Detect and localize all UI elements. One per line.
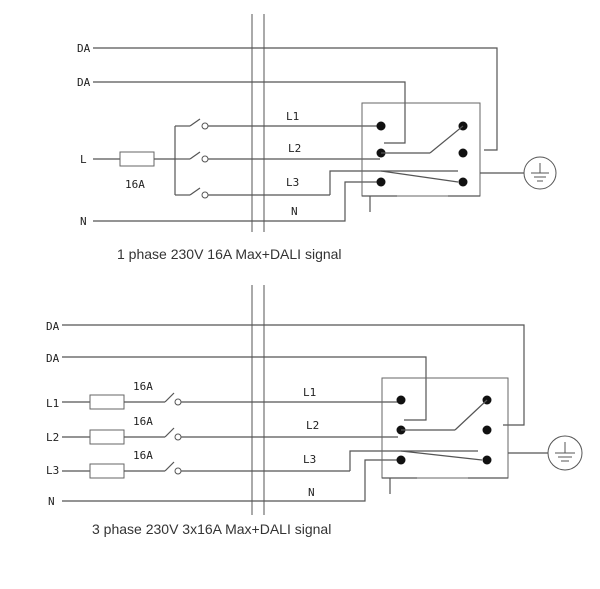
da-label-2-b: DA (46, 352, 60, 365)
fuse-rating-l3-b: 16A (133, 449, 153, 462)
internal-link-3 (380, 170, 459, 183)
phase-l2-b (62, 427, 398, 445)
phase-l3-b (62, 450, 478, 479)
da-wire-2-b (62, 356, 427, 421)
da-label-1-b: DA (46, 320, 60, 333)
n-label-b: N (48, 495, 55, 508)
da-wire-2 (93, 81, 406, 144)
internal-link-3-b (400, 450, 483, 461)
terminal-right-3 (458, 177, 468, 187)
ground-symbol-icon (523, 156, 557, 190)
line-label-l3-b: L3 (303, 453, 316, 466)
terminal-right-2 (458, 148, 468, 158)
terminal-left-3 (376, 177, 386, 187)
ground-symbol-icon (547, 435, 583, 471)
terminal-left-3-b (396, 455, 406, 465)
l-label: L (80, 153, 87, 166)
phase-l1-b (62, 392, 398, 410)
switch-l3 (175, 170, 458, 199)
l3-label-b: L3 (46, 464, 59, 477)
line-label-l3: L3 (286, 176, 299, 189)
fuse-rating-l2-b: 16A (133, 415, 153, 428)
caption-1-phase: 1 phase 230V 16A Max+DALI signal (117, 246, 342, 262)
switch-l1 (175, 118, 380, 130)
connector-box-b (381, 377, 509, 479)
line-label-l1: L1 (286, 110, 299, 123)
line-label-n-b: N (308, 486, 315, 499)
da-label-2: DA (77, 76, 91, 89)
line-label-l2-b: L2 (306, 419, 319, 432)
line-label-n: N (291, 205, 298, 218)
internal-diagonal-b (454, 399, 488, 431)
caption-3-phase: 3 phase 230V 3x16A Max+DALI signal (92, 521, 331, 537)
da-wire-1-b (62, 324, 525, 426)
terminal-right-2-b (482, 425, 492, 435)
fuse-rating-l1-b: 16A (133, 380, 153, 393)
terminal-left-1-b (396, 395, 406, 405)
da-label-1: DA (77, 42, 91, 55)
neutral-wire-b (62, 459, 398, 502)
switch-l2 (175, 151, 380, 163)
terminal-left-1 (376, 121, 386, 131)
line-label-l2: L2 (288, 142, 301, 155)
n-label: N (80, 215, 87, 228)
da-wire-1 (93, 47, 498, 151)
diagram-1-phase: DA DA L N 16A (77, 14, 557, 262)
connector-box (361, 102, 481, 197)
diagram-3-phase: DA DA L1 L2 L3 N (46, 285, 583, 537)
fuse-16a (119, 151, 155, 167)
l1-label-b: L1 (46, 397, 59, 410)
fuse-rating-label: 16A (125, 178, 145, 191)
internal-diagonal (429, 125, 464, 154)
l2-label-b: L2 (46, 431, 59, 444)
line-label-l1-b: L1 (303, 386, 316, 399)
terminal-right-3-b (482, 455, 492, 465)
